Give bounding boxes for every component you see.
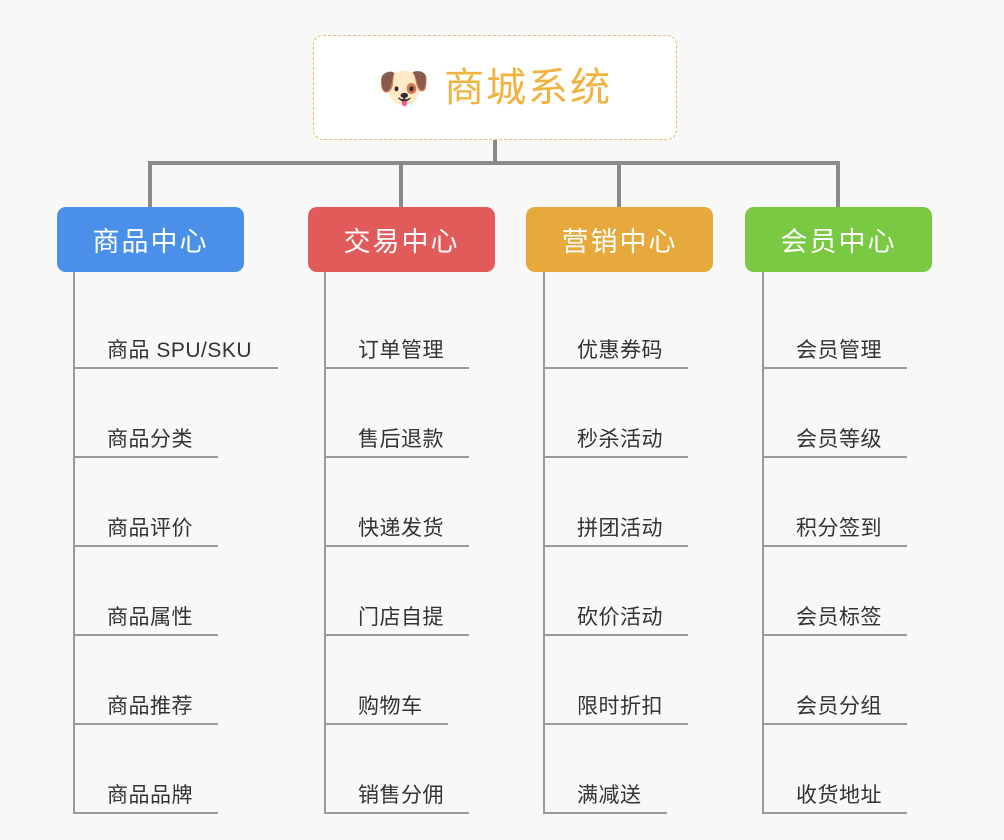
leaf-item[interactable]: 商品 SPU/SKU <box>73 280 298 369</box>
leaf-item[interactable]: 秒杀活动 <box>543 369 708 458</box>
leaf-item-underline <box>324 812 469 814</box>
leaf-item-label: 会员标签 <box>796 605 882 629</box>
leaf-item[interactable]: 会员标签 <box>762 547 927 636</box>
leaf-item-label: 快递发货 <box>358 516 444 540</box>
category-box-2[interactable]: 交易中心 <box>308 207 495 272</box>
leaf-item-underline <box>73 456 218 458</box>
leaf-item[interactable]: 收货地址 <box>762 725 927 814</box>
connector-drop-1 <box>148 161 152 208</box>
leaf-item-underline <box>762 723 907 725</box>
leaf-item-underline <box>324 367 469 369</box>
leaf-item-label: 限时折扣 <box>577 694 663 718</box>
leaf-item[interactable]: 商品分类 <box>73 369 238 458</box>
leaf-item-underline <box>324 634 469 636</box>
connector-drop-4 <box>836 161 840 208</box>
leaf-item-underline <box>543 634 688 636</box>
leaf-item-underline <box>73 367 278 369</box>
leaf-item[interactable]: 积分签到 <box>762 458 927 547</box>
leaf-item-label: 会员等级 <box>796 427 882 451</box>
leaf-item[interactable]: 商品推荐 <box>73 636 238 725</box>
leaf-item-label: 门店自提 <box>358 605 444 629</box>
category-box-label: 交易中心 <box>343 227 460 257</box>
leaf-item-label: 拼团活动 <box>577 516 663 540</box>
leaf-column-spine <box>324 272 326 814</box>
leaf-item[interactable]: 限时折扣 <box>543 636 708 725</box>
category-box-label: 会员中心 <box>780 227 897 257</box>
leaf-item-underline <box>762 367 907 369</box>
leaf-item[interactable]: 商品属性 <box>73 547 238 636</box>
leaf-item-label: 商品推荐 <box>107 694 193 718</box>
leaf-column-spine <box>543 272 545 814</box>
leaf-item-label: 商品品牌 <box>107 783 193 807</box>
leaf-item-label: 购物车 <box>358 694 423 718</box>
leaf-item[interactable]: 会员分组 <box>762 636 927 725</box>
connector-trunk <box>493 140 497 164</box>
leaf-item-underline <box>73 634 218 636</box>
category-box-label: 营销中心 <box>561 227 678 257</box>
leaf-item[interactable]: 购物车 <box>324 636 468 725</box>
leaf-item[interactable]: 会员等级 <box>762 369 927 458</box>
leaf-item-label: 秒杀活动 <box>577 427 663 451</box>
leaf-item-underline <box>73 812 218 814</box>
leaf-item-label: 售后退款 <box>358 427 444 451</box>
category-box-3[interactable]: 营销中心 <box>526 207 713 272</box>
root-node-title: 商城系统 <box>444 65 613 110</box>
leaf-item-underline <box>762 545 907 547</box>
leaf-item-label: 砍价活动 <box>577 605 663 629</box>
leaf-item-label: 商品 SPU/SKU <box>107 338 253 362</box>
leaf-item-underline <box>762 812 907 814</box>
category-box-4[interactable]: 会员中心 <box>745 207 932 272</box>
leaf-item-underline <box>324 545 469 547</box>
leaf-item[interactable]: 销售分佣 <box>324 725 489 814</box>
leaf-item-underline <box>543 812 667 814</box>
leaf-item-label: 满减送 <box>577 783 642 807</box>
leaf-item[interactable]: 砍价活动 <box>543 547 708 636</box>
leaf-item-label: 积分签到 <box>796 516 882 540</box>
leaf-item[interactable]: 商品品牌 <box>73 725 238 814</box>
leaf-item-underline <box>543 367 688 369</box>
leaf-item-underline <box>324 456 469 458</box>
leaf-item[interactable]: 售后退款 <box>324 369 489 458</box>
leaf-column-spine <box>762 272 764 814</box>
leaf-item-label: 商品属性 <box>107 605 193 629</box>
category-box-label: 商品中心 <box>92 227 209 257</box>
leaf-item[interactable]: 订单管理 <box>324 280 489 369</box>
leaf-item[interactable]: 满减送 <box>543 725 687 814</box>
leaf-item-underline <box>543 456 688 458</box>
leaf-item[interactable]: 拼团活动 <box>543 458 708 547</box>
leaf-item-underline <box>543 545 688 547</box>
leaf-item[interactable]: 优惠券码 <box>543 280 708 369</box>
leaf-item-label: 订单管理 <box>358 338 444 362</box>
leaf-item[interactable]: 门店自提 <box>324 547 489 636</box>
shiba-dog-face-icon: 🐶 <box>377 63 431 111</box>
leaf-item-underline <box>324 723 448 725</box>
leaf-item-underline <box>762 456 907 458</box>
leaf-item[interactable]: 商品评价 <box>73 458 238 547</box>
leaf-item-underline <box>73 723 218 725</box>
leaf-item[interactable]: 快递发货 <box>324 458 489 547</box>
leaf-item-label: 收货地址 <box>796 783 882 807</box>
leaf-column-spine <box>73 272 75 814</box>
leaf-item-underline <box>73 545 218 547</box>
leaf-item-label: 会员管理 <box>796 338 882 362</box>
leaf-item[interactable]: 会员管理 <box>762 280 927 369</box>
leaf-item-underline <box>543 723 688 725</box>
connector-drop-2 <box>399 161 403 208</box>
leaf-item-label: 会员分组 <box>796 694 882 718</box>
leaf-item-label: 商品评价 <box>107 516 193 540</box>
root-node-shopping-mall-system[interactable]: 🐶 商城系统 <box>313 35 677 140</box>
leaf-item-label: 销售分佣 <box>358 783 444 807</box>
leaf-item-underline <box>762 634 907 636</box>
connector-drop-3 <box>617 161 621 208</box>
category-box-1[interactable]: 商品中心 <box>57 207 244 272</box>
leaf-item-label: 优惠券码 <box>577 338 663 362</box>
leaf-item-label: 商品分类 <box>107 427 193 451</box>
connector-horizontal-bus <box>148 161 840 165</box>
